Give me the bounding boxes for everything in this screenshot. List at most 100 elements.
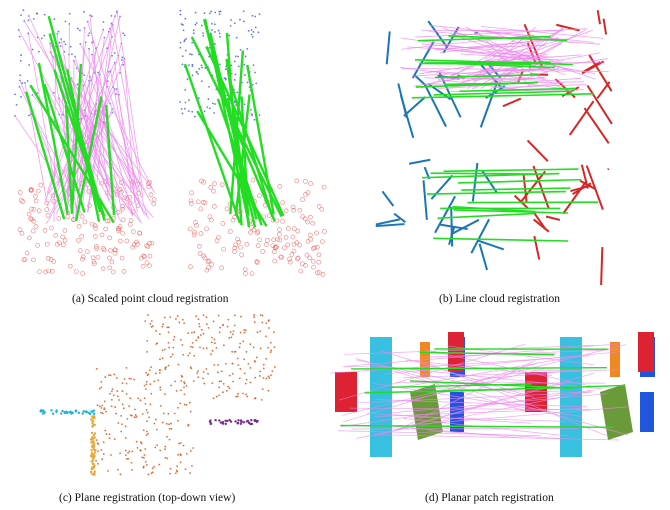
- plane-point: [242, 392, 244, 395]
- target-point: [308, 236, 314, 242]
- target-point: [103, 226, 108, 232]
- plane-point: [156, 428, 158, 431]
- plane-point: [191, 346, 194, 349]
- plane-point-purple: [250, 419, 253, 422]
- outlier-correspondence: [87, 110, 103, 213]
- source-point: [251, 35, 254, 38]
- target-point: [300, 214, 305, 220]
- plane-point-purple: [254, 418, 257, 422]
- source-point: [36, 12, 39, 15]
- plane-point: [163, 348, 166, 351]
- target-point: [297, 242, 302, 248]
- plane-point: [147, 432, 149, 435]
- target-point: [61, 242, 66, 248]
- target-point: [91, 259, 97, 265]
- source-point: [217, 29, 220, 32]
- plane-point: [225, 362, 227, 365]
- plane-point: [158, 372, 161, 374]
- target-point: [278, 254, 283, 260]
- source-point: [253, 118, 256, 121]
- plane-point: [167, 331, 170, 334]
- plane-point-purple: [208, 420, 212, 423]
- target-point: [93, 226, 98, 231]
- plane-point: [104, 429, 107, 432]
- plane-point: [267, 375, 270, 378]
- outlier-correspondence: [429, 70, 535, 79]
- plane-point: [217, 314, 220, 317]
- plane-point: [100, 406, 103, 409]
- target-point: [198, 231, 204, 236]
- target-point: [243, 271, 248, 276]
- plane-point: [98, 387, 101, 390]
- target-point: [230, 217, 236, 223]
- target-point: [277, 237, 283, 243]
- target-point: [201, 253, 206, 259]
- plane-point: [176, 465, 178, 468]
- target-point: [212, 181, 217, 186]
- target-point: [117, 238, 123, 244]
- target-point: [205, 259, 211, 264]
- target-point: [27, 235, 32, 241]
- plane-point: [108, 433, 111, 436]
- plane-point: [139, 449, 142, 451]
- target-point: [280, 218, 285, 224]
- plane-point: [183, 382, 186, 385]
- target-point: [62, 228, 68, 233]
- plane-point: [249, 381, 252, 384]
- plane-point-cyan: [55, 409, 58, 412]
- source-point: [20, 54, 23, 57]
- plane-point: [222, 391, 224, 394]
- source-point: [258, 13, 261, 16]
- source-point: [237, 65, 240, 68]
- inlier-correspondence: [25, 91, 66, 220]
- source-point: [191, 41, 194, 44]
- source-point: [202, 35, 205, 37]
- target-point: [307, 232, 313, 238]
- plane-point: [145, 463, 148, 466]
- plane-point: [180, 379, 183, 382]
- target-point: [291, 248, 297, 254]
- inlier-correspondence: [74, 96, 103, 222]
- target-point: [310, 220, 316, 226]
- target-point: [82, 219, 88, 225]
- source-point: [203, 12, 206, 15]
- target-point: [24, 250, 30, 256]
- source-point: [64, 20, 67, 23]
- plane-point-yellow: [91, 420, 94, 424]
- target-point: [233, 242, 238, 248]
- target-point: [300, 197, 305, 202]
- plane-point: [144, 448, 147, 450]
- source-line: [385, 31, 391, 65]
- panel-c-plane-registration: [25, 305, 300, 485]
- target-line: [533, 218, 550, 233]
- source-point: [83, 10, 85, 13]
- plane-point: [233, 351, 236, 353]
- plane-point: [129, 397, 132, 400]
- source-point: [181, 63, 184, 66]
- target-point: [42, 228, 48, 233]
- plane-point: [179, 338, 182, 341]
- plane-point: [169, 472, 171, 475]
- target-point: [188, 198, 194, 204]
- source-point: [182, 24, 184, 26]
- source-point: [183, 39, 186, 41]
- plane-point: [109, 374, 112, 377]
- panel-c-plot: [39, 314, 276, 476]
- plane-point: [201, 328, 203, 331]
- plane-point-cyan: [68, 410, 71, 414]
- source-point: [235, 36, 238, 39]
- target-point: [271, 237, 277, 243]
- source-point: [254, 26, 257, 29]
- outlier-correspondence: [421, 29, 565, 32]
- outlier-correspondence: [356, 390, 595, 439]
- target-point: [35, 188, 41, 194]
- source-line: [403, 96, 426, 117]
- target-point: [107, 265, 112, 271]
- plane-point: [140, 442, 143, 445]
- target-point: [35, 243, 40, 248]
- target-point: [308, 181, 313, 186]
- target-point: [232, 245, 238, 251]
- plane-point: [237, 364, 240, 367]
- target-point: [124, 238, 130, 244]
- plane-point: [230, 336, 233, 339]
